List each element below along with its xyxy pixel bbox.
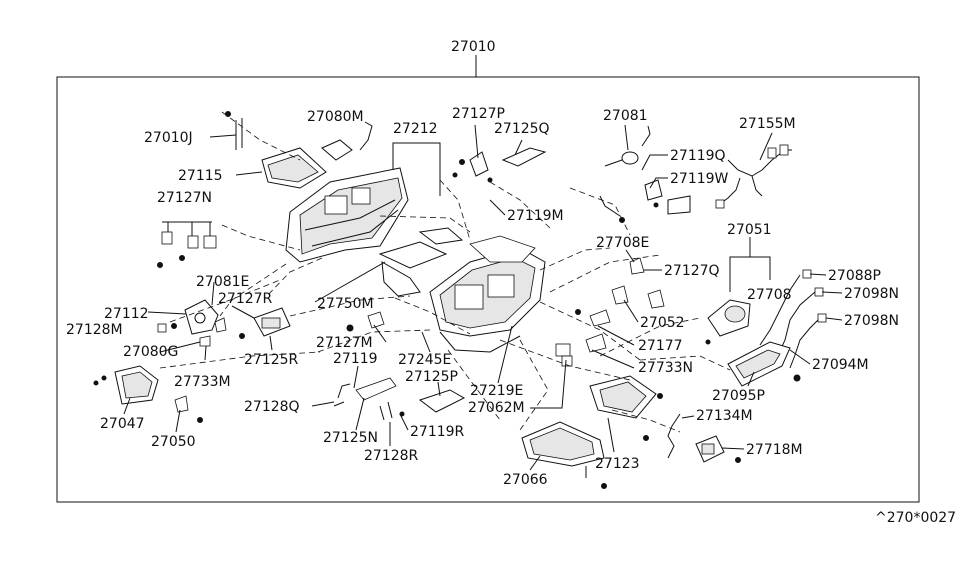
label-27088P: 27088P — [828, 268, 881, 284]
harness-27155M-part — [715, 144, 792, 209]
label-27750M: 27750M — [317, 296, 374, 312]
label-27127P: 27127P — [452, 106, 505, 122]
label-27125Q: 27125Q — [494, 121, 550, 137]
label-27123: 27123 — [595, 456, 640, 472]
cables-27098N-part — [759, 269, 827, 369]
assembly-frame — [56, 76, 920, 503]
label-27119R: 27119R — [410, 424, 465, 440]
label-27177: 27177 — [638, 338, 683, 354]
label-27128Q: 27128Q — [244, 399, 300, 415]
label-27119: 27119 — [333, 351, 378, 367]
label-27733N: 27733N — [638, 360, 693, 376]
label-27127N: 27127N — [157, 190, 212, 206]
label-27125P: 27125P — [405, 369, 458, 385]
box-27718M-part — [667, 413, 741, 463]
label-27125R: 27125R — [244, 352, 299, 368]
levers-27119-part — [333, 377, 397, 421]
heater-housing-part — [285, 167, 546, 353]
label-27051: 27051 — [727, 222, 772, 238]
label-27066: 27066 — [503, 472, 548, 488]
label-27050: 27050 — [151, 434, 196, 450]
clip-27127M-part — [346, 311, 385, 332]
label-27119W: 27119W — [670, 171, 729, 187]
label-27081E: 27081E — [196, 274, 249, 290]
label-27081: 27081 — [603, 108, 648, 124]
duct-27750M-part — [378, 227, 464, 297]
label-27127Q: 27127Q — [664, 263, 720, 279]
label-27127M: 27127M — [316, 335, 373, 351]
right-linkage-part — [555, 195, 665, 367]
housing-27047-part — [93, 365, 203, 423]
label-27119M: 27119M — [507, 208, 564, 224]
actuator-27051-part — [705, 299, 751, 345]
label-27094M: 27094M — [812, 357, 869, 373]
label-27733M: 27733M — [174, 374, 231, 390]
label-27219E: 27219E — [470, 383, 523, 399]
duct-27080M-part — [321, 121, 373, 161]
bracket-27127P-part — [452, 147, 547, 183]
label-27708: 27708 — [747, 287, 792, 303]
motor-27081-part — [604, 125, 691, 215]
label-27119Q: 27119Q — [670, 148, 726, 164]
label-27112: 27112 — [104, 306, 149, 322]
plate-27125P-part — [399, 389, 466, 417]
label-27010: 27010 — [451, 39, 496, 55]
label-27010J: 27010J — [144, 130, 193, 146]
label-27708E: 27708E — [596, 235, 649, 251]
label-27212: 27212 — [393, 121, 438, 137]
figure-code: ^270*0027 — [875, 510, 956, 526]
label-27134M: 27134M — [696, 408, 753, 424]
label-27080G: 27080G — [123, 344, 178, 360]
label-27052: 27052 — [640, 315, 685, 331]
clips-27127N-part — [157, 231, 217, 268]
duct-27123-part — [589, 375, 663, 441]
label-27115: 27115 — [178, 168, 223, 184]
label-27128M: 27128M — [66, 322, 123, 338]
label-27718M: 27718M — [746, 442, 803, 458]
label-27125N: 27125N — [323, 430, 378, 446]
part-labels: 27010 27010J 27080M 27212 27127P 27125Q … — [66, 39, 956, 526]
label-27047: 27047 — [100, 416, 145, 432]
leader-lines — [123, 124, 843, 471]
label-27080M: 27080M — [307, 109, 364, 125]
label-27095P: 27095P — [712, 388, 765, 404]
duct-27066-part — [521, 421, 607, 489]
label-27098N-2: 27098N — [844, 313, 899, 329]
bracket-27125R-part — [239, 307, 291, 339]
assembly-dashed-lines — [159, 111, 731, 433]
label-27155M: 27155M — [739, 116, 796, 132]
label-27098N-1: 27098N — [844, 286, 899, 302]
label-27062M: 27062M — [468, 400, 525, 416]
control-27095P-part — [727, 341, 801, 387]
label-27127R: 27127R — [218, 291, 273, 307]
label-27245E: 27245E — [398, 352, 451, 368]
actuator-27112-part — [157, 299, 227, 347]
label-27128R: 27128R — [364, 448, 419, 464]
